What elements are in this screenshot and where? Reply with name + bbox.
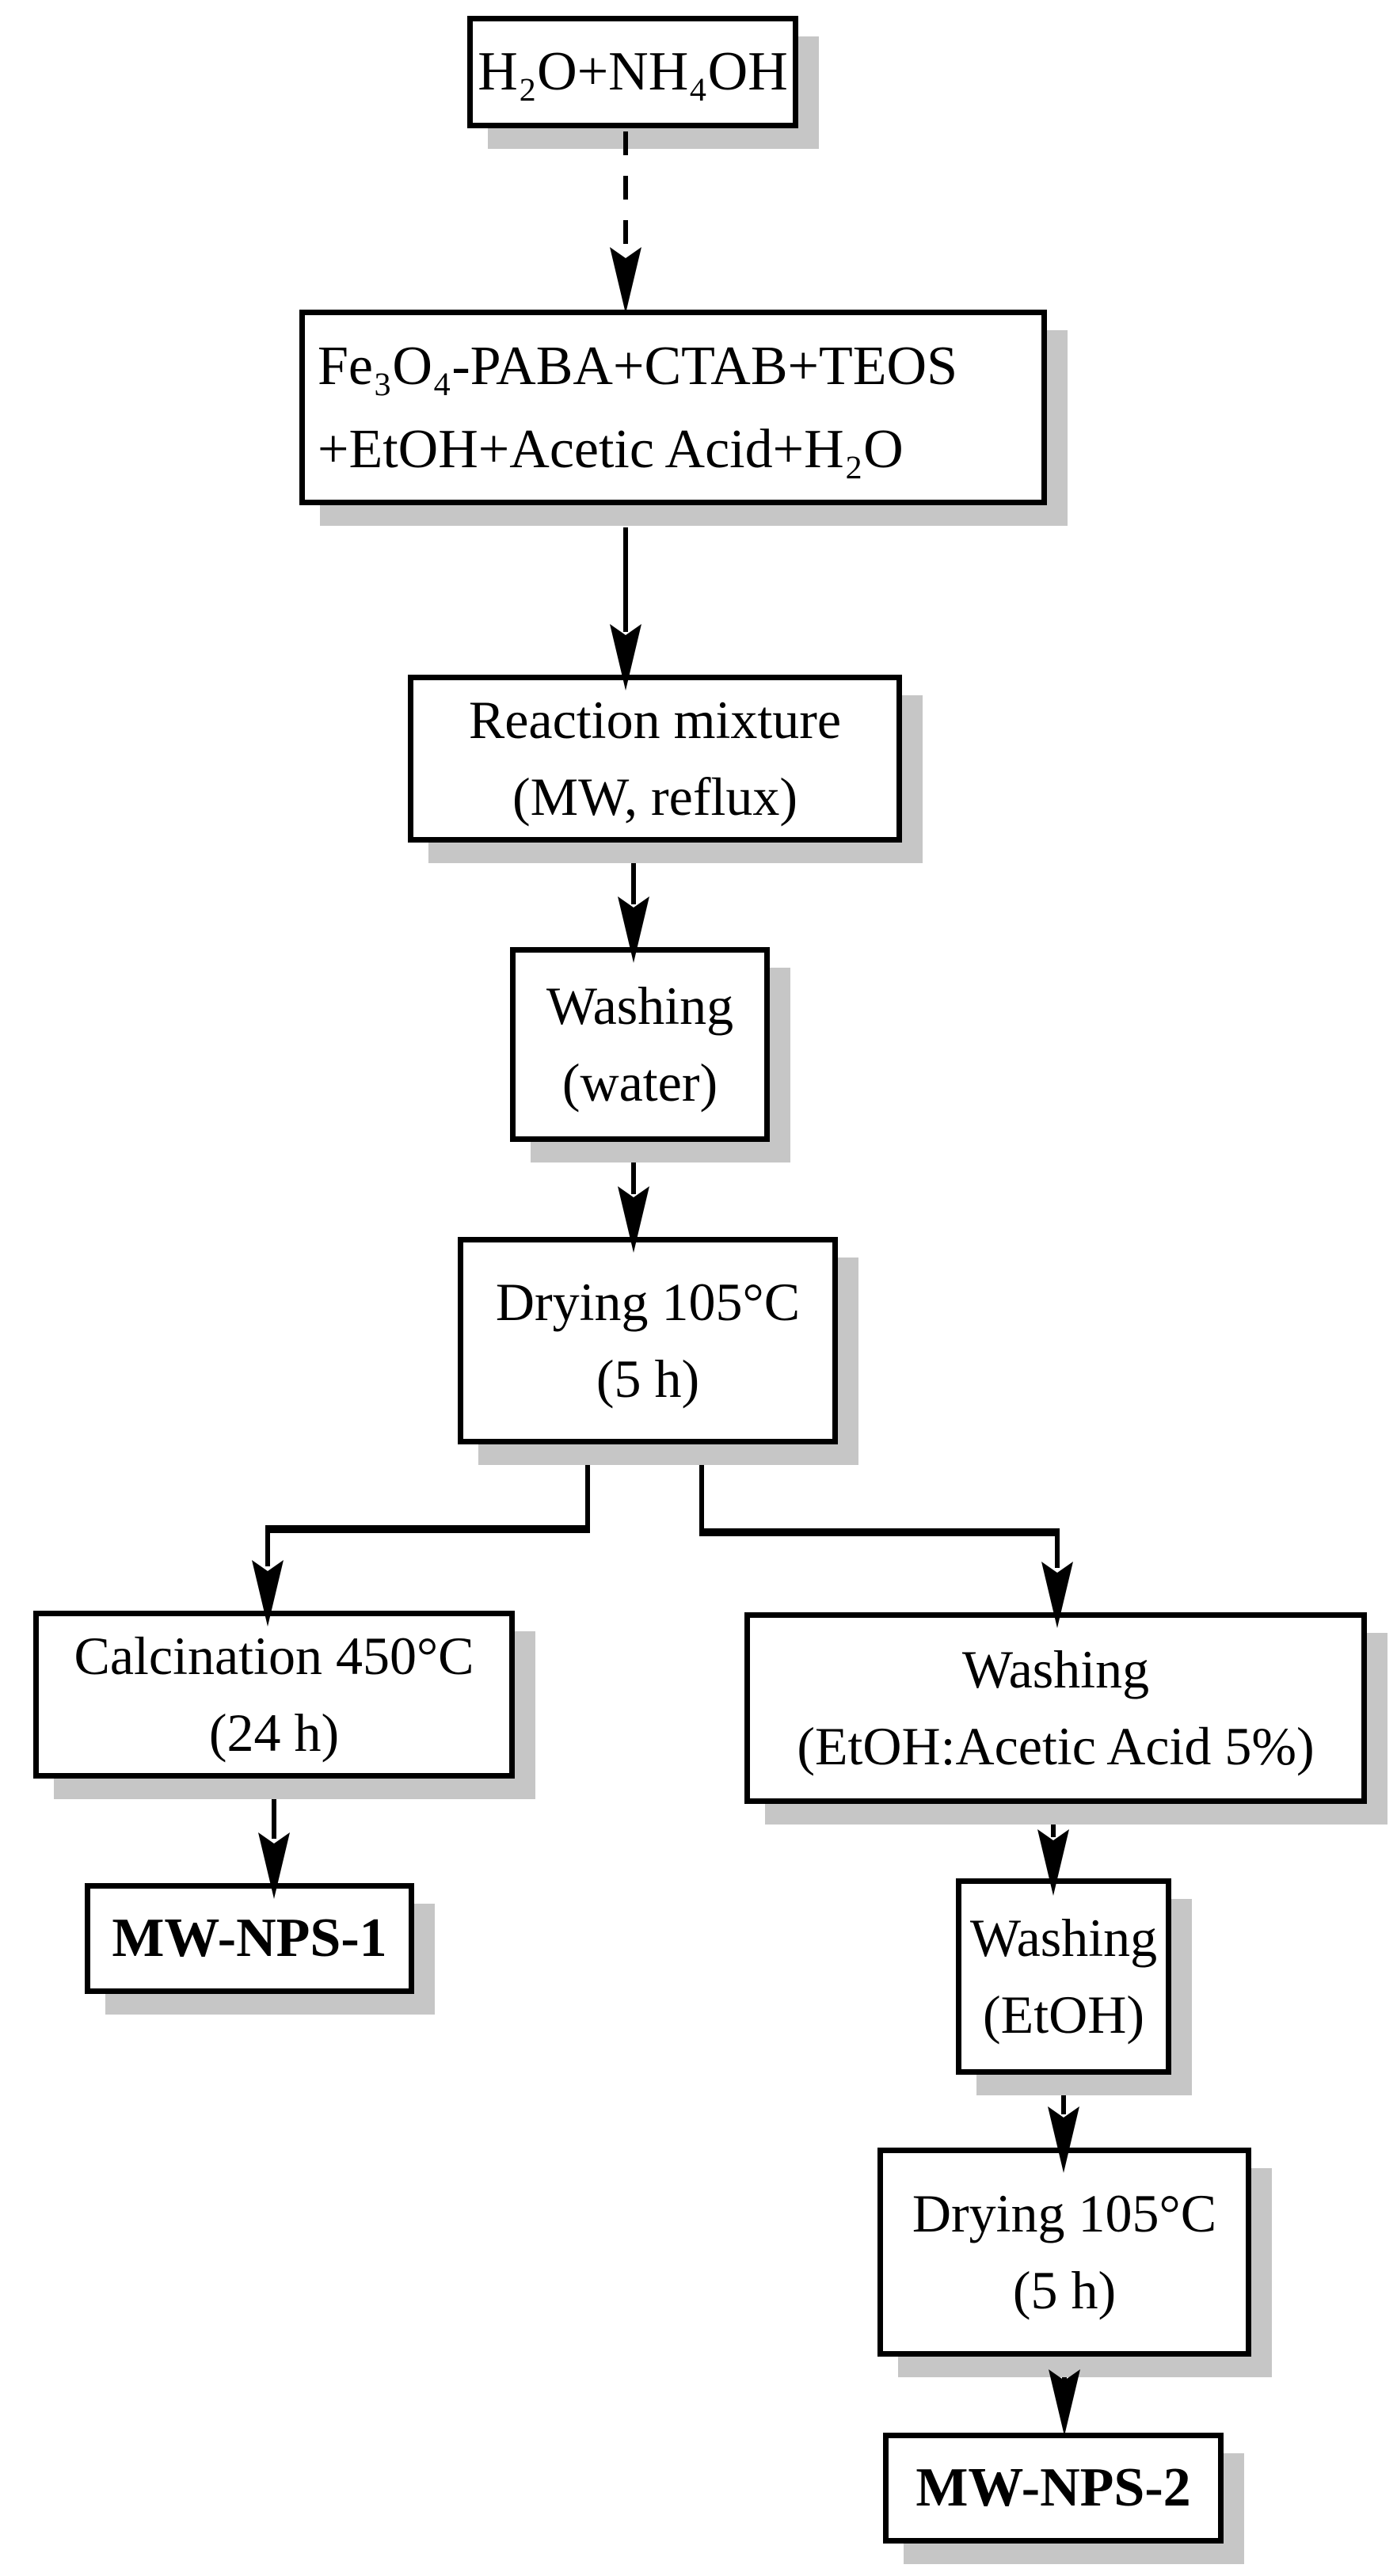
node-h2o-nh4oh: H₂O+NH₄OH [467,16,798,128]
node-precursors: Fe₃O₄-PABA+CTAB+TEOS +EtOH+Acetic Acid+H… [299,310,1047,505]
edge-washing-drying1-line [631,1162,636,1194]
node-label: (EtOH:Acetic Acid 5%) [797,1716,1315,1776]
edge-washing8-washing9-line [1051,1825,1056,1837]
edge-branch-right-horizontal [699,1528,1060,1536]
node-label: MW-NPS-2 [915,2457,1191,2519]
node-reaction-mixture: Reaction mixture (MW, reflux) [408,675,902,843]
node-drying-2: Drying 105°C (5 h) [877,2148,1251,2357]
node-label: (water) [561,1052,718,1113]
edge-branch-left-drop [265,1525,270,1566]
edge-washing9-drying2-line [1061,2095,1066,2114]
edge-branch-right-drop [1055,1528,1060,1568]
node-label: Washing [546,976,734,1037]
node-label: Drying 105°C [495,1272,801,1333]
edge-drying2-product2-arrowhead [1049,2369,1080,2436]
edge-washing9-drying2-arrowhead [1048,2106,1079,2173]
edge-h2o-precursors-arrowhead [610,247,641,314]
edge-precursors-reaction-arrowhead [610,624,641,691]
node-calcination: Calcination 450°C (24 h) [33,1611,515,1779]
node-label: (5 h) [1012,2260,1117,2320]
edge-branch-left-arrowhead [252,1560,284,1627]
node-washing-etoh: Washing (EtOH) [956,1878,1171,2075]
node-label: Fe₃O₄-PABA+CTAB+TEOS [318,335,958,397]
node-label: Drying 105°C [912,2183,1217,2244]
edge-branch-right-stub [699,1465,704,1536]
node-washing-water: Washing (water) [510,947,770,1142]
node-label: (24 h) [208,1703,340,1763]
node-label: Washing [969,1908,1158,1969]
edge-reaction-washing-line [631,863,636,904]
node-label: (EtOH) [983,1984,1144,2045]
node-label: MW-NPS-1 [112,1908,387,1969]
node-label: (MW, reflux) [512,767,798,827]
node-product-mw-nps-2: MW-NPS-2 [883,2433,1224,2544]
node-washing-etoh-acetic: Washing (EtOH:Acetic Acid 5%) [744,1612,1367,1804]
edge-washing-drying1-arrowhead [618,1186,649,1253]
node-drying-1: Drying 105°C (5 h) [458,1237,838,1444]
edge-precursors-reaction-line [623,527,628,632]
edge-reaction-washing-arrowhead [618,896,649,963]
node-label: Washing [961,1639,1150,1700]
edge-branch-left-stub [585,1465,590,1533]
edge-h2o-precursors-line [623,131,628,257]
edge-washing8-washing9-arrowhead [1037,1829,1069,1896]
edge-branch-right-arrowhead [1041,1562,1073,1628]
node-label: +EtOH+Acetic Acid+H₂O [318,418,904,480]
node-label: Reaction mixture [468,690,842,751]
node-product-mw-nps-1: MW-NPS-1 [85,1883,414,1994]
edge-calcination-product1-arrowhead [258,1832,290,1899]
node-label: Calcination 450°C [74,1626,474,1687]
node-label: (5 h) [596,1349,700,1409]
node-label: H₂O+NH₄OH [478,41,788,103]
edge-branch-left-horizontal [265,1525,590,1533]
edge-calcination-product1-line [272,1799,276,1839]
